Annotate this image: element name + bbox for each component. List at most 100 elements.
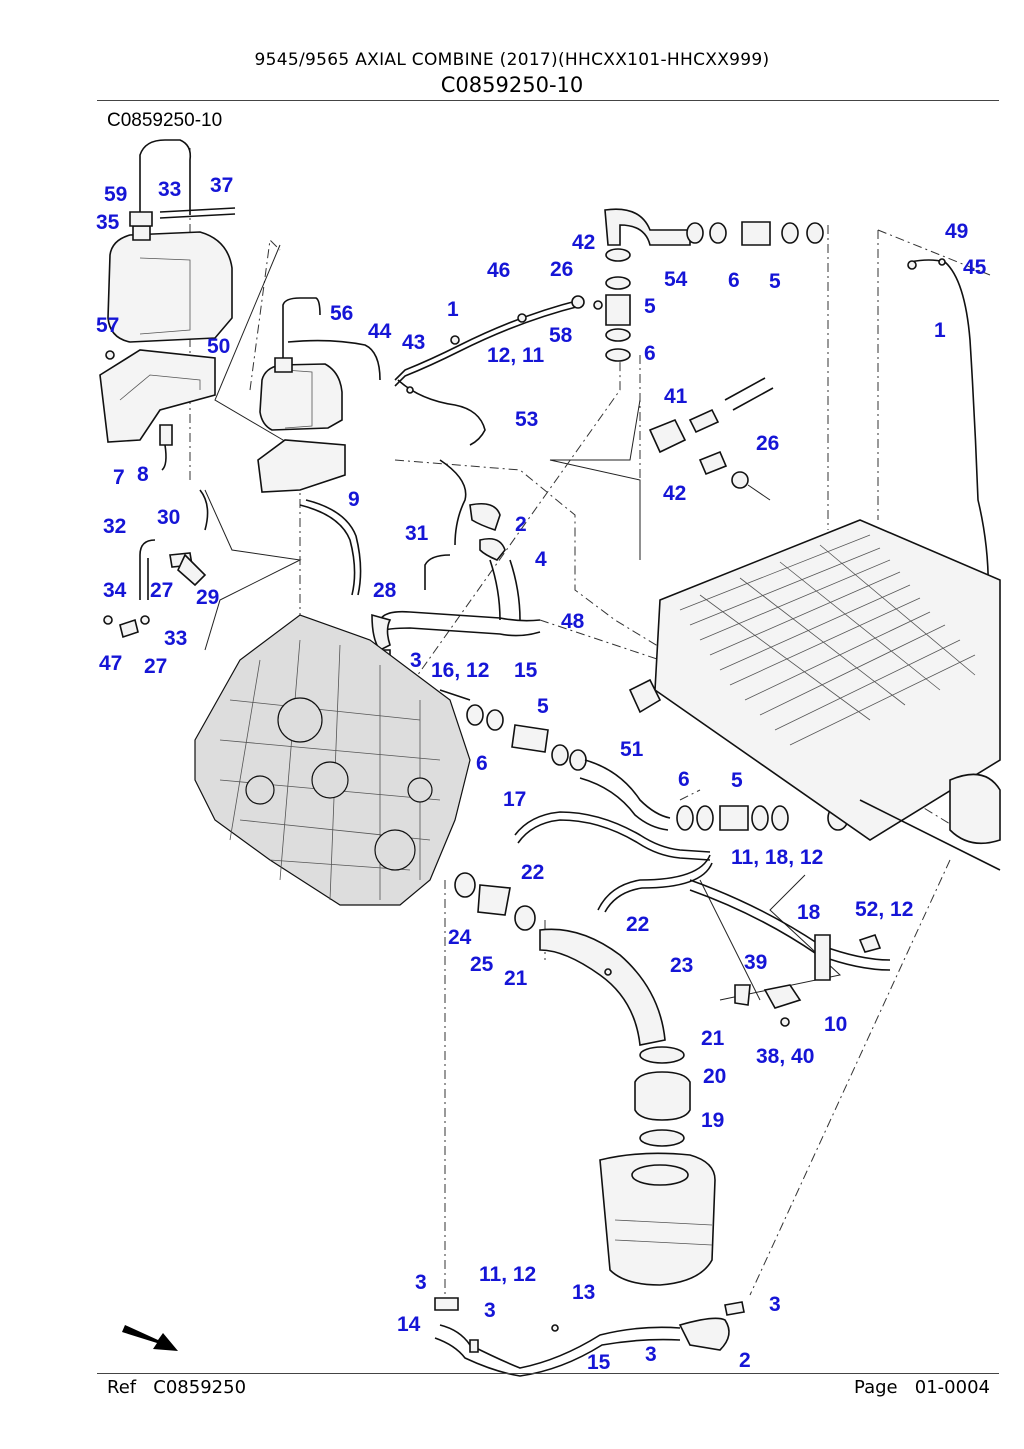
callout: 3 — [415, 1271, 427, 1294]
sensor-harness — [907, 258, 990, 601]
callout: 2 — [739, 1349, 751, 1372]
callout: 42 — [663, 482, 686, 505]
callout: 13 — [572, 1281, 595, 1304]
mid-intake-tube — [466, 704, 849, 831]
callout-labels: 59 33 37 35 57 50 7 8 56 44 43 1 46 42 2… — [96, 174, 987, 1374]
upper-intake-tube — [604, 208, 824, 362]
air-cleaner — [599, 1046, 716, 1286]
orientation-arrow-icon — [122, 1325, 178, 1351]
callout: 14 — [397, 1313, 421, 1336]
callout: 5 — [644, 295, 656, 318]
callout: 35 — [96, 211, 120, 234]
engine-block — [194, 614, 471, 906]
callout: 12, 11 — [487, 344, 545, 367]
callout: 4 — [535, 548, 547, 571]
document-code: C0859250-10 — [440, 73, 584, 97]
radiator — [628, 519, 1001, 871]
callout: 5 — [731, 769, 743, 792]
callout: 7 — [113, 466, 125, 489]
callout: 3 — [645, 1343, 657, 1366]
page-number: 01-0004 — [914, 1377, 990, 1398]
callout: 24 — [448, 926, 472, 949]
callout: 41 — [664, 385, 688, 408]
callout: 48 — [561, 610, 585, 633]
footer-page: Page 01-0004 — [854, 1377, 990, 1398]
callout: 5 — [769, 270, 781, 293]
callout: 1 — [447, 298, 459, 321]
callout: 27 — [144, 655, 167, 678]
callout: 10 — [824, 1013, 847, 1036]
coolant-reservoir-large — [99, 139, 236, 471]
callout: 2 — [515, 513, 527, 536]
callout: 6 — [476, 752, 488, 775]
callout: 43 — [402, 331, 425, 354]
callout: 19 — [701, 1109, 724, 1132]
callout: 22 — [626, 913, 649, 936]
callout: 16, 12 — [431, 659, 489, 682]
callout: 22 — [521, 861, 544, 884]
callout: 56 — [330, 302, 353, 325]
callout: 5 — [537, 695, 549, 718]
header-divider — [97, 100, 999, 101]
callout: 28 — [373, 579, 397, 602]
callout: 8 — [137, 463, 149, 486]
document-title: 9545/9565 AXIAL COMBINE (2017)(HHCXX101-… — [254, 50, 770, 70]
callout: 18 — [797, 901, 821, 924]
callout: 3 — [410, 649, 422, 672]
small-fittings — [103, 489, 209, 639]
callout: 50 — [207, 335, 230, 358]
upper-hose-group — [394, 295, 603, 546]
callout: 26 — [550, 258, 573, 281]
footer-reference: Ref C0859250 — [107, 1377, 246, 1398]
callout: 11, 12 — [479, 1263, 536, 1286]
callout: 9 — [348, 488, 360, 511]
breather-hoses — [514, 811, 891, 1027]
callout: 52, 12 — [855, 898, 913, 921]
callout: 26 — [756, 432, 779, 455]
callout: 44 — [368, 320, 392, 343]
ref-code: C0859250 — [153, 1377, 247, 1398]
coolant-reservoir-small — [257, 297, 381, 596]
callout: 53 — [515, 408, 538, 431]
callout: 42 — [572, 231, 595, 254]
callout: 33 — [164, 627, 187, 650]
callout: 46 — [487, 259, 510, 282]
fittings-inset — [648, 377, 774, 501]
lower-hose — [434, 1297, 745, 1377]
callout: 6 — [728, 269, 740, 292]
turbo-elbow — [454, 872, 666, 1046]
callout: 3 — [769, 1293, 781, 1316]
callout: 32 — [103, 515, 126, 538]
callout: 21 — [701, 1027, 725, 1050]
callout: 57 — [96, 314, 119, 337]
callout: 20 — [703, 1065, 726, 1088]
callout: 11, 18, 12 — [731, 846, 823, 869]
callout: 54 — [664, 268, 688, 291]
callout: 49 — [945, 220, 968, 243]
callout: 33 — [158, 178, 181, 201]
callout: 6 — [644, 342, 656, 365]
callout: 34 — [103, 579, 127, 602]
callout: 3 — [484, 1299, 496, 1322]
callout: 1 — [934, 319, 946, 342]
figure-label: C0859250-10 — [107, 110, 223, 131]
callout: 59 — [104, 183, 127, 206]
callout: 6 — [678, 768, 690, 791]
callout: 23 — [670, 954, 693, 977]
callout: 21 — [504, 967, 528, 990]
footer-divider — [97, 1373, 999, 1374]
callout: 27 — [150, 579, 173, 602]
callout: 29 — [196, 586, 219, 609]
callout: 47 — [99, 652, 122, 675]
callout: 58 — [549, 324, 573, 347]
callout: 39 — [744, 951, 767, 974]
callout: 37 — [210, 174, 233, 197]
callout: 25 — [470, 953, 494, 976]
callout: 15 — [514, 659, 538, 682]
callout: 45 — [963, 256, 987, 279]
callout: 51 — [620, 738, 644, 761]
callout: 17 — [503, 788, 526, 811]
page-label: Page — [854, 1377, 898, 1398]
callout: 31 — [405, 522, 429, 545]
